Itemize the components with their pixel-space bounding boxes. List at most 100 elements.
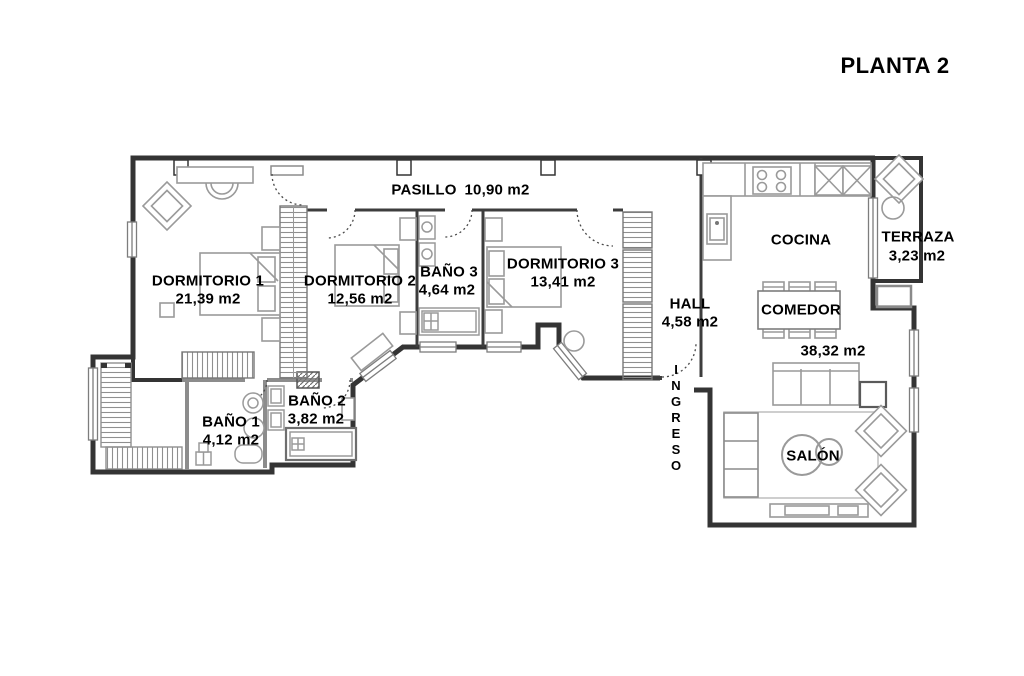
sink bbox=[418, 215, 436, 240]
terraza-furniture bbox=[873, 153, 925, 220]
wall-pilasters bbox=[173, 159, 712, 176]
pillow bbox=[488, 250, 505, 277]
room-area-terraza: 3,23 m2 bbox=[888, 247, 946, 265]
room-label-bano1: BAÑO 1 bbox=[202, 413, 260, 431]
window-diagonal-left bbox=[358, 349, 398, 383]
room-label-dormitorio3: DORMITORIO 3 bbox=[506, 255, 620, 273]
cabinet-x bbox=[814, 165, 872, 196]
stairs-flight-vertical bbox=[100, 362, 132, 448]
bano2-fixtures bbox=[267, 385, 358, 462]
room-label-comedor: COMEDOR bbox=[761, 301, 841, 319]
stool bbox=[159, 302, 175, 318]
door-arc-ingreso bbox=[661, 342, 697, 378]
room-label-dormitorio1: DORMITORIO 1 bbox=[151, 272, 265, 290]
plan-title: PLANTA 2 bbox=[840, 53, 950, 78]
room-area-hall: 4,58 m2 bbox=[661, 313, 719, 331]
sink bbox=[418, 242, 436, 267]
wardrobe-dorm1-south bbox=[181, 351, 255, 379]
nightstand bbox=[261, 317, 281, 342]
door-arc-dorm2 bbox=[326, 209, 356, 239]
bidet bbox=[234, 444, 263, 464]
terrace-armchair bbox=[873, 153, 925, 205]
stairs-flight-horizontal bbox=[105, 446, 183, 470]
room-label-dormitorio2: DORMITORIO 2 bbox=[303, 272, 417, 290]
tv-unit bbox=[769, 503, 869, 518]
round-sink bbox=[242, 392, 264, 414]
room-area-bano1: 4,12 m2 bbox=[202, 431, 260, 449]
room-area-dormitorio3: 13,41 m2 bbox=[530, 273, 596, 291]
bathroom-partitions bbox=[182, 378, 353, 470]
armchair bbox=[141, 180, 193, 232]
armchair bbox=[854, 404, 908, 458]
window-terraza-door bbox=[867, 197, 879, 279]
window-salon-1 bbox=[908, 329, 920, 377]
kitchen-furniture bbox=[702, 162, 872, 261]
planter-box bbox=[875, 284, 913, 309]
toilet bbox=[341, 397, 355, 421]
comedor-furniture bbox=[757, 281, 841, 339]
door-arc-bano3 bbox=[444, 209, 473, 238]
sink bbox=[267, 409, 285, 431]
door-arc-dorm1 bbox=[271, 173, 304, 206]
room-area-dormitorio1: 21,39 m2 bbox=[175, 290, 241, 308]
room-label-bano3: BAÑO 3 bbox=[420, 263, 478, 281]
sink bbox=[267, 385, 285, 407]
door-arc-dorm3 bbox=[576, 209, 614, 247]
side-table bbox=[858, 380, 888, 409]
round-sink bbox=[243, 417, 265, 439]
window-left-wall bbox=[126, 221, 138, 258]
room-label-ingreso: INGRESO bbox=[668, 362, 684, 474]
wall-step-dorm1 bbox=[131, 357, 182, 382]
window-diagonal-right bbox=[552, 341, 588, 381]
room-area-salon: 38,32 m2 bbox=[800, 342, 866, 360]
wardrobe-hall-3 bbox=[622, 303, 653, 381]
wall-left-wing bbox=[90, 155, 875, 475]
pillow bbox=[383, 276, 399, 303]
dresser bbox=[350, 332, 394, 372]
wardrobe-hall-2 bbox=[622, 249, 653, 303]
windows bbox=[87, 197, 920, 441]
patio-column bbox=[563, 330, 585, 352]
staircase bbox=[100, 362, 183, 470]
room-label-salon: SALÓN bbox=[786, 447, 840, 465]
room-area-bano3: 4,64 m2 bbox=[418, 281, 476, 299]
coffee-table bbox=[781, 434, 823, 476]
wall-right-wing bbox=[694, 158, 917, 528]
interior-walls bbox=[307, 158, 703, 380]
coffee-table-small bbox=[815, 438, 843, 466]
salon-furniture bbox=[723, 362, 908, 518]
dorm1-furniture bbox=[141, 166, 281, 342]
window-patio-1 bbox=[419, 341, 457, 353]
nightstand bbox=[399, 311, 417, 335]
nightstand bbox=[484, 217, 503, 242]
sofa-main bbox=[772, 362, 860, 406]
wardrobe-hall-1 bbox=[622, 211, 653, 249]
door-leaf-dorm1 bbox=[270, 165, 304, 176]
window-salon-2 bbox=[908, 387, 920, 433]
kitchen-sink bbox=[706, 213, 728, 245]
room-label-hall: HALL bbox=[669, 295, 711, 313]
room-area-dormitorio2: 12,56 m2 bbox=[327, 290, 393, 308]
nightstand bbox=[484, 309, 503, 334]
nightstand bbox=[399, 217, 417, 241]
sofa-chaise bbox=[723, 412, 759, 498]
bano3-fixtures bbox=[418, 215, 480, 336]
room-label-cocina: COCINA bbox=[770, 231, 832, 249]
room-area-pasillo: 10,90 m2 bbox=[464, 181, 530, 199]
desk-chair bbox=[205, 182, 239, 200]
bano1-fixtures bbox=[195, 392, 265, 466]
room-label-terraza: TERRAZA bbox=[881, 228, 955, 246]
blanket-fold bbox=[249, 252, 279, 282]
room-area-bano2: 3,82 m2 bbox=[287, 410, 345, 428]
blanket-fold bbox=[373, 244, 400, 271]
blanket-fold bbox=[486, 281, 513, 308]
terrace-table bbox=[881, 196, 905, 220]
nightstand bbox=[261, 226, 281, 251]
wardrobes bbox=[181, 205, 653, 381]
dorm2-furniture bbox=[334, 217, 417, 372]
dorm3-furniture bbox=[484, 217, 585, 352]
window-stairs-wall bbox=[87, 367, 99, 441]
room-label-pasillo: PASILLO bbox=[391, 181, 457, 199]
